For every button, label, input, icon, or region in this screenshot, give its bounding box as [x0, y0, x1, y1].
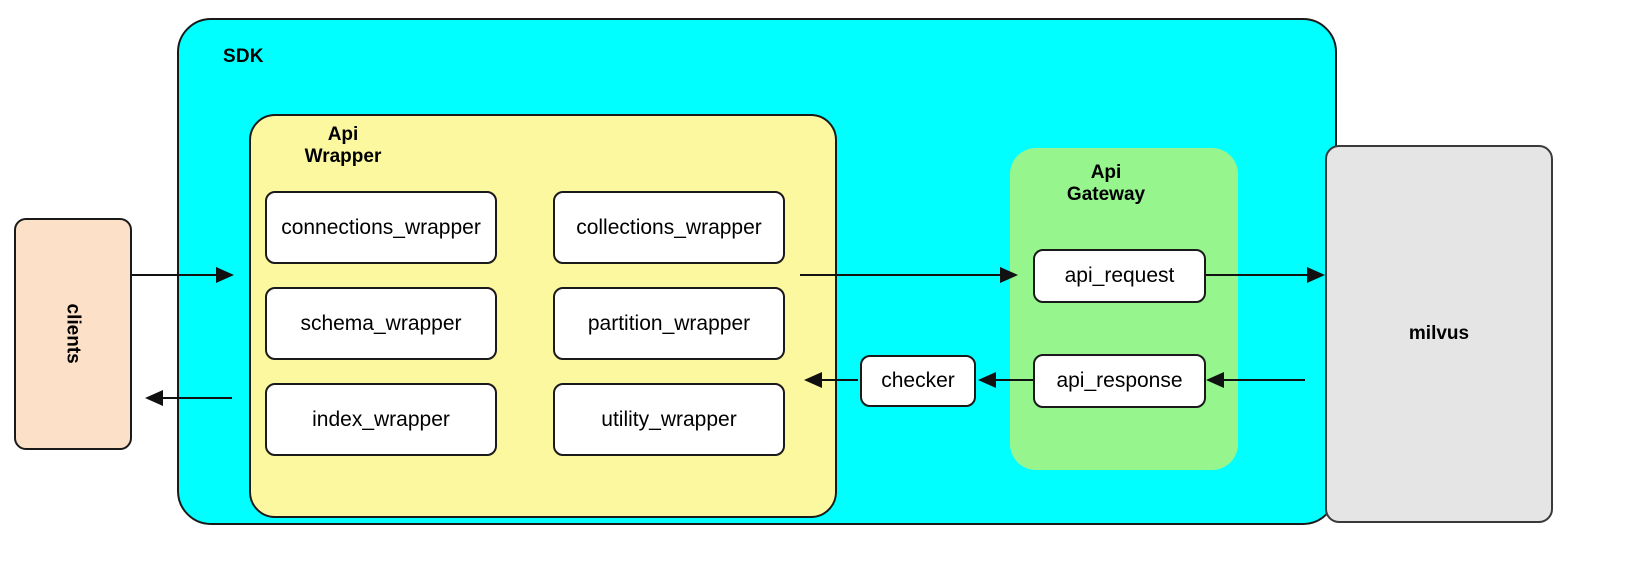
- checker-node[interactable]: checker: [860, 355, 976, 407]
- api-request-label: api_request: [1064, 264, 1175, 288]
- module-collections-wrapper[interactable]: collections_wrapper: [553, 191, 785, 264]
- api-wrapper-label: Api Wrapper: [263, 124, 423, 169]
- sdk-label: SDK: [223, 46, 264, 67]
- clients-label: clients: [62, 303, 84, 365]
- module-partition-wrapper[interactable]: partition_wrapper: [553, 287, 785, 360]
- api-wrapper-label-line1: Api: [327, 124, 359, 145]
- api-gateway-label-line1: Api: [1090, 162, 1122, 183]
- api-gateway-label: Api Gateway: [1016, 162, 1196, 207]
- module-schema-wrapper[interactable]: schema_wrapper: [265, 287, 497, 360]
- module-label: utility_wrapper: [601, 407, 737, 431]
- api-gateway-container: Api Gateway: [1010, 148, 1238, 470]
- checker-label: checker: [881, 369, 955, 393]
- module-label: connections_wrapper: [281, 215, 481, 239]
- module-utility-wrapper[interactable]: utility_wrapper: [553, 383, 785, 456]
- module-label: collections_wrapper: [576, 215, 762, 239]
- api-response-label: api_response: [1056, 369, 1183, 393]
- api-gateway-label-line2: Gateway: [1066, 184, 1146, 206]
- api-request-node[interactable]: api_request: [1033, 249, 1206, 303]
- module-label: schema_wrapper: [300, 311, 462, 335]
- api-wrapper-label-line2: Wrapper: [304, 146, 382, 168]
- module-connections-wrapper[interactable]: connections_wrapper: [265, 191, 497, 264]
- api-response-node[interactable]: api_response: [1033, 354, 1206, 408]
- module-label: index_wrapper: [312, 407, 450, 431]
- module-index-wrapper[interactable]: index_wrapper: [265, 383, 497, 456]
- milvus-node[interactable]: milvus: [1325, 145, 1553, 523]
- module-label: partition_wrapper: [587, 311, 751, 335]
- milvus-label: milvus: [1408, 323, 1470, 345]
- clients-node[interactable]: clients: [14, 218, 132, 450]
